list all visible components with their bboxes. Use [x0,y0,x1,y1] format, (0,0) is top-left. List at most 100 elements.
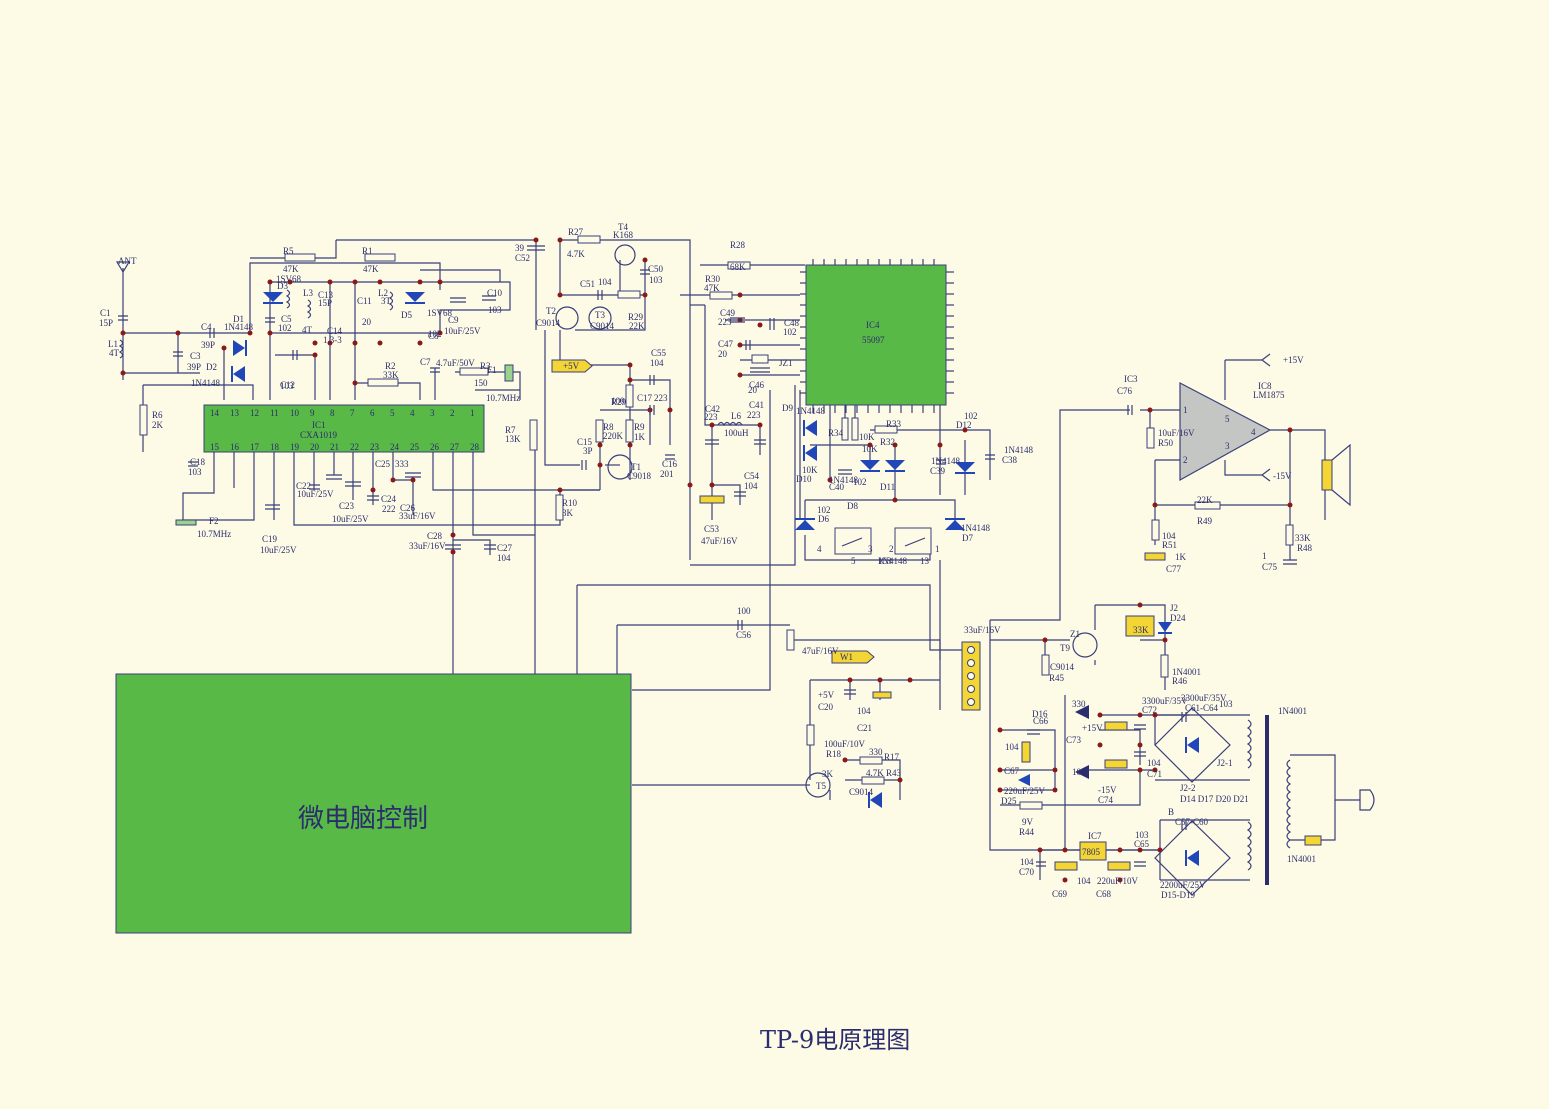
component-label: 33uF/16V [409,541,446,551]
component-label: Z1 [1070,629,1080,639]
ic7-name: IC7 [1088,831,1102,841]
component-label: 1N4148 [224,322,253,332]
component-label: 223 [718,317,732,327]
component-label: C72 [1142,705,1157,715]
component-label: C52 [515,253,530,263]
ic8-pin1: 1 [1183,405,1188,415]
component-label: 103 [188,467,202,477]
component-label: 10uF/25V [332,514,369,524]
component-label: C25 [375,459,391,469]
component-label: 3P [583,446,593,456]
ic4-name: IC4 [866,320,880,330]
component-label: C9014 [536,318,561,328]
component-label: J2-1 [1217,758,1233,768]
component-label: 47K [363,264,379,274]
component-label: F2 [209,516,219,526]
ic8-part: LM1875 [1253,390,1285,400]
component-label: 104 [598,277,612,287]
component-label: R10 [562,498,578,508]
component-label: D25 [1001,796,1017,806]
component-label: 102 [783,327,797,337]
component-label: 3300uF/35V [1181,693,1227,703]
component-label: 104 [1005,742,1019,752]
component-label: C13 [318,290,334,300]
component-label: C9 [448,315,459,325]
component-label: C70 [1019,867,1035,877]
ic4-pins [800,259,954,413]
ic1-bottom-pin: 22 [350,442,359,452]
component-label: 2K [152,420,164,430]
component-label: C77 [1166,564,1182,574]
component-label: C74 [1098,795,1114,805]
passive-components [115,235,1375,896]
component-label: 1N4148 [191,378,220,388]
component-label: 9V [1022,817,1034,827]
component-label: C1 [100,308,111,318]
component-label: D8 [847,501,858,511]
component-label: 1SV68 [276,274,302,284]
component-label: 4.7K [866,768,884,778]
component-label: C65 [1134,839,1150,849]
component-label: 220uF/25V [1004,786,1046,796]
ic1-bottom-pin: 16 [230,442,240,452]
component-label: R29 [611,397,627,407]
ic8-pin2: 2 [1183,455,1188,465]
component-label: C11 [357,296,372,306]
ic1-top-pin: 12 [250,408,259,418]
component-label: 201 [660,469,674,479]
component-label: 1N4148 [961,523,990,533]
component-label: 47K [704,283,720,293]
component-label: 3K [562,508,574,518]
component-label: 103 [1135,830,1149,840]
component-label: R9 [634,422,645,432]
ic1-name: IC1 [312,420,326,430]
ic1-bottom-pin: 21 [330,442,339,452]
ic3-pin13: 13 [920,556,930,566]
component-label: C8 [428,331,439,341]
component-label: 1K [634,432,646,442]
component-label: 3K [822,769,834,779]
component-label: 13K [505,434,521,444]
component-label: D7 [962,533,973,543]
component-label: 4.7K [567,249,585,259]
ic1-top-pin: 11 [270,408,279,418]
component-label: C21 [857,723,872,733]
component-label: 3T [381,296,392,306]
ic7-7805: IC7 7805 [1082,831,1102,857]
component-label: C71 [1147,769,1162,779]
component-label: C9014 [1050,662,1075,672]
ic1-top-pin: 14 [210,408,220,418]
component-label: C7 [420,357,431,367]
component-label: 1N4148 [878,556,907,566]
component-label: R49 [1197,516,1213,526]
component-label: 103 [280,381,294,391]
component-label: R28 [730,240,746,250]
component-label: C10 [487,288,503,298]
ic1-bottom-pin: 25 [410,442,420,452]
component-label: C14 [327,326,343,336]
component-label: IC3 [1124,374,1138,384]
component-label: L1 [108,339,118,349]
component-label: +5V [563,361,580,371]
component-label: 33uF/16V [399,511,436,521]
component-label: 68K [730,262,746,272]
component-label: 1K [1175,552,1187,562]
component-label: 103 [649,275,663,285]
component-label: C40 [829,482,845,492]
component-label: C56 [736,630,752,640]
component-label: C9014 [849,787,874,797]
component-label: 1N4148 [931,456,960,466]
component-label: 333 [395,459,409,469]
ic8-pin4: 4 [1251,427,1256,437]
component-label: 103 [488,305,502,315]
ic1-top-pin: 8 [330,408,335,418]
component-label: R29 [628,312,644,322]
component-label: 15P [99,318,113,328]
component-label: C61-C64 [1185,703,1219,713]
component-label: R48 [1297,543,1313,553]
component-label: C3 [190,351,201,361]
component-label: 22K [629,321,645,331]
ic1-bottom-pin: 19 [290,442,300,452]
component-label: R32 [880,437,895,447]
